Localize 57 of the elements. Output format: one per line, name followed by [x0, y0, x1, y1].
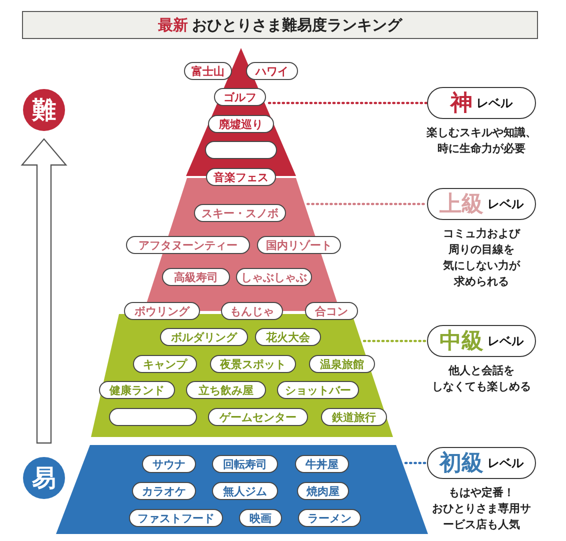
activity-pill: 高級寿司 [162, 268, 230, 286]
activity-pill: ショットバー [277, 381, 359, 399]
activity-pill: ボウリング [124, 302, 200, 320]
hollow-arrow [20, 138, 68, 444]
level-description: もはや定番！おひとりさま専用サービス店も人気 [431, 485, 532, 533]
difficulty-circle: 易 [23, 457, 65, 499]
activity-pill: キャンプ [133, 355, 197, 373]
blank-pill [205, 141, 277, 159]
activity-pill: しゃぶしゃぶ [236, 268, 312, 286]
level-suffix: レベル [476, 94, 512, 112]
activity-pill: 国内リゾート [257, 236, 341, 254]
activity-pill: スキー・スノボ [194, 204, 286, 222]
level-name: 初級 [440, 452, 484, 474]
activity-pill: 無人ジム [212, 482, 278, 500]
activity-pill: ゴルフ [214, 88, 266, 106]
activity-pill: 牛丼屋 [295, 455, 349, 473]
difficulty-circle: 難 [23, 89, 65, 131]
activity-pill: 富士山 [184, 62, 232, 80]
title-bar: 最新 おひとりさま難易度ランキング [22, 11, 538, 39]
activity-pill: ラーメン [298, 509, 361, 527]
activity-pill: 映画 [239, 509, 282, 527]
activity-pill: カラオケ [132, 482, 196, 500]
activity-pill: もんじゃ [221, 302, 283, 320]
activity-pill: ハワイ [246, 62, 298, 80]
activity-pill: 焼肉屋 [297, 482, 349, 500]
blank-pill [109, 408, 197, 426]
level-name: 中級 [440, 330, 484, 352]
level-suffix: レベル [488, 332, 524, 350]
activity-pill: サウナ [142, 455, 196, 473]
activity-pill: 回転寿司 [212, 455, 278, 473]
level-description: 楽しむスキルや知識、時に生命力が必要 [426, 125, 538, 157]
level-name: 上級 [440, 193, 484, 215]
level-box [427, 325, 536, 357]
level-description: 他人と会話をしなくても楽しめる [431, 363, 532, 395]
activity-pill: ボルダリング [160, 328, 248, 346]
activity-pill: アフタヌーンティー [126, 236, 250, 254]
activity-pill: 夜景スポット [210, 355, 296, 373]
level-box [427, 447, 536, 479]
level-suffix: レベル [488, 196, 524, 212]
dotted-line [268, 102, 428, 104]
level-box [427, 87, 536, 119]
dotted-line [404, 462, 428, 464]
level-name: 神 [450, 92, 472, 114]
activity-pill: 温泉旅館 [309, 355, 375, 373]
activity-pill: 花火大会 [255, 328, 321, 346]
activity-pill: 鉄道旅行 [321, 408, 387, 426]
activity-pill: 音楽フェス [206, 168, 276, 186]
dotted-line [362, 340, 428, 342]
activity-pill: ゲームセンター [208, 408, 308, 426]
activity-pill: 健康ランド [99, 381, 175, 399]
level-suffix: レベル [488, 454, 524, 472]
level-box [427, 188, 536, 220]
level-description: コミュ力および周りの目線を気にしない力が求められる [442, 226, 522, 290]
activity-pill: ファストフード [129, 509, 223, 527]
activity-pill: 廃墟巡り [208, 115, 274, 133]
activity-pill: 合コン [305, 302, 358, 320]
activity-pill: 立ち飲み屋 [186, 381, 266, 399]
